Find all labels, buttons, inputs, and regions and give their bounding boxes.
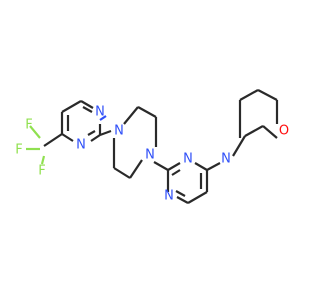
bond-ring1-b [61, 100, 82, 113]
bond-morph-c [262, 125, 278, 139]
atom-n-piperazine-left: N [114, 124, 124, 139]
bond-ring1-g [61, 133, 74, 142]
atom-n-ring1-bottom: N [76, 138, 86, 153]
bond-pip-ring2 [153, 161, 169, 171]
atom-f-top: F [25, 118, 32, 133]
atom-o-morpholine: O [279, 124, 289, 139]
bond-c-f3 [40, 155, 46, 165]
bond-ring2-d [187, 191, 208, 204]
atom-n-ring2-top: N [183, 152, 193, 167]
bond-ring2-b [194, 162, 208, 171]
bond-morph-a [232, 135, 246, 157]
molecule-structure: F F F N N N N N N N O [15, 89, 289, 204]
atom-n-piperazine-right: N [145, 148, 155, 163]
atom-label-layer: F F F N N N N N N N O [15, 105, 289, 204]
molecule-structure-canvas: F F F N N N N N N N O [15, 89, 289, 204]
bond-pip-e [113, 167, 131, 179]
bond-ring2-a2 [171, 169, 181, 176]
bond-ring1-f2 [87, 130, 96, 136]
bond-ring1-c2 [82, 106, 93, 113]
bond-ring1-pip [99, 129, 112, 137]
bond-pip-a [123, 106, 139, 125]
bond-pip-b [137, 106, 157, 118]
bond-pip-d [129, 159, 143, 179]
bond-ring1-c [80, 100, 94, 109]
atom-n-ring1-top: N [95, 105, 105, 120]
bond-morph-f [239, 89, 259, 101]
bond-layer [26, 89, 279, 204]
bond-c-f1 [29, 125, 41, 139]
atom-n-ring2-bottom: N [164, 189, 174, 204]
bond-morph-e [257, 89, 278, 101]
bond-cf3-ring [43, 133, 63, 147]
bond-ring2-morph [206, 162, 221, 171]
bond-ring1-f [90, 134, 101, 142]
atom-f-bottom: F [38, 164, 45, 179]
bond-morph-b [244, 125, 264, 137]
bond-ring1-d [99, 115, 107, 121]
atom-n-morpholine: N [221, 152, 231, 167]
atom-f-left: F [15, 143, 22, 158]
bond-ring2-e2 [175, 190, 186, 197]
bond-ring2-e [176, 196, 189, 204]
bond-ring2-a [167, 162, 181, 171]
